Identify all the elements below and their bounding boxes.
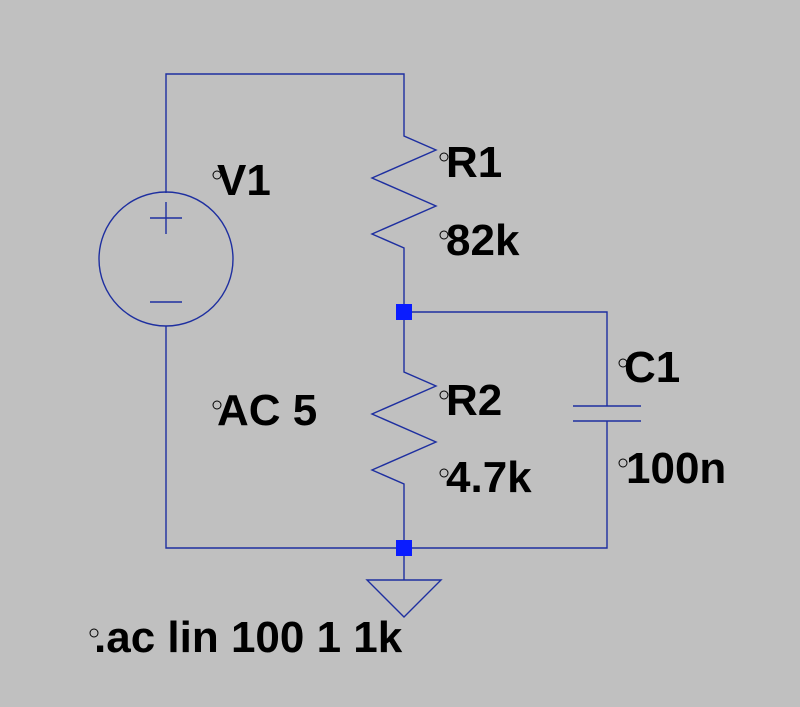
spice-directive-label[interactable]: .ac lin 100 1 1k [94, 613, 403, 662]
junction-dot-ground-node [396, 540, 412, 556]
resistor-r2[interactable] [370, 362, 438, 498]
r2-name-label[interactable]: R2 [446, 376, 502, 425]
c1-name-label[interactable]: C1 [624, 343, 680, 392]
voltage-source-v1[interactable] [98, 191, 234, 327]
v1-value-label[interactable]: AC 5 [217, 386, 317, 435]
anchor-r1-name [439, 152, 449, 162]
c1-value-label[interactable]: 100n [626, 444, 726, 493]
capacitor-c1[interactable] [573, 405, 641, 422]
anchor-v1-name [212, 170, 222, 180]
junction-dot-mid-node [396, 304, 412, 320]
anchor-r2-name [439, 390, 449, 400]
r1-value-label[interactable]: 82k [446, 216, 520, 265]
anchor-c1-name [618, 358, 628, 368]
resistor-r1[interactable] [370, 124, 438, 262]
r1-name-label[interactable]: R1 [446, 138, 502, 187]
anchor-directive [89, 628, 99, 638]
anchor-r2-value [439, 468, 449, 478]
wire-top[interactable] [165, 73, 405, 193]
anchor-r1-value [439, 230, 449, 240]
wire-node-to-c1[interactable] [404, 311, 608, 406]
anchor-v1-value [212, 400, 222, 410]
wire-v1-bottom[interactable] [165, 326, 404, 549]
r2-value-label[interactable]: 4.7k [446, 453, 532, 502]
label-anchors [89, 152, 628, 638]
wire-c1-to-ground[interactable] [404, 421, 608, 549]
v1-name-label[interactable]: V1 [217, 156, 271, 205]
anchor-c1-value [618, 458, 628, 468]
wires [165, 73, 608, 580]
ground-symbol[interactable] [365, 579, 443, 618]
voltage-source-circle [98, 191, 234, 327]
